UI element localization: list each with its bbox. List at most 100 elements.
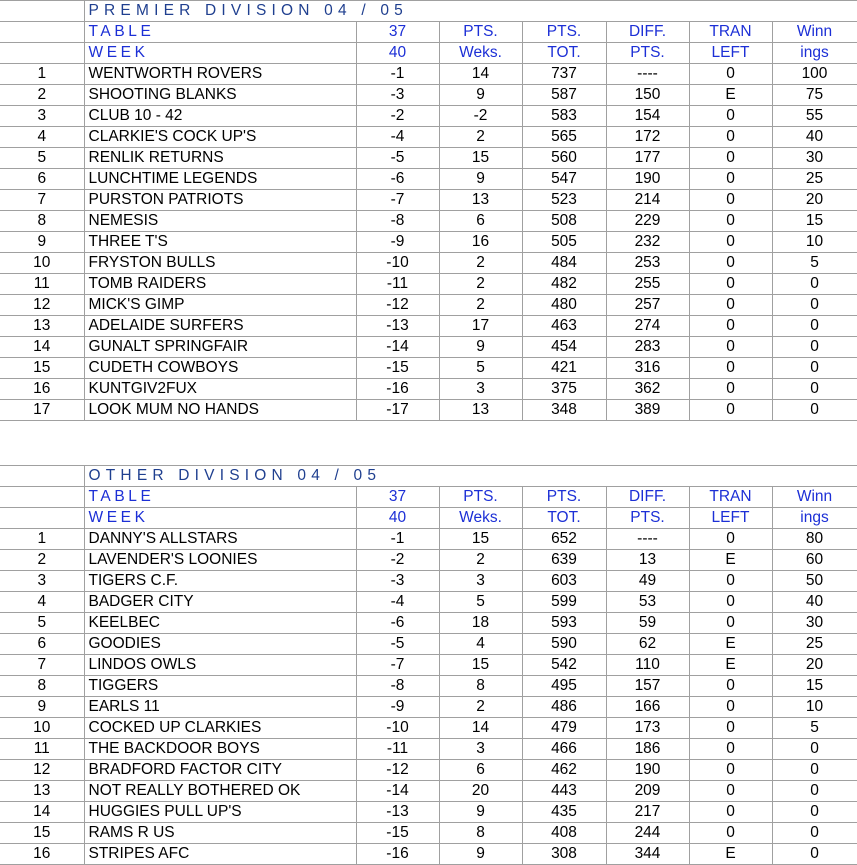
team-name-cell[interactable]: FRYSTON BULLS xyxy=(84,252,357,274)
winnings-cell[interactable]: 0 xyxy=(772,399,857,421)
position-cell[interactable]: 11 xyxy=(0,273,85,295)
winnings-cell[interactable]: 30 xyxy=(772,612,857,634)
transfers-left-cell[interactable]: 0 xyxy=(689,378,773,400)
transfers-left-cell[interactable]: 0 xyxy=(689,252,773,274)
position-cell[interactable]: 7 xyxy=(0,654,85,676)
position-cell[interactable]: 3 xyxy=(0,570,85,592)
points-total-cell[interactable]: 435 xyxy=(522,801,607,823)
points-total-cell[interactable]: 560 xyxy=(522,147,607,169)
winnings-cell[interactable]: 25 xyxy=(772,633,857,655)
points-total-cell[interactable]: 737 xyxy=(522,63,607,85)
position-cell[interactable]: 8 xyxy=(0,210,85,232)
transfers-left-cell[interactable]: 0 xyxy=(689,822,773,844)
transfers-left-cell[interactable]: 0 xyxy=(689,189,773,211)
position-cell[interactable]: 15 xyxy=(0,357,85,379)
winnings-cell[interactable]: 0 xyxy=(772,801,857,823)
points-total-cell[interactable]: 375 xyxy=(522,378,607,400)
points-total-cell[interactable]: 542 xyxy=(522,654,607,676)
transfers-left-cell[interactable]: 0 xyxy=(689,399,773,421)
diff-points-cell[interactable]: 257 xyxy=(606,294,690,316)
transfers-left-cell[interactable]: 0 xyxy=(689,738,773,760)
diff-points-cell[interactable]: ---- xyxy=(606,63,690,85)
points-total-cell[interactable]: 482 xyxy=(522,273,607,295)
week-points-cell[interactable]: -14 xyxy=(356,780,440,802)
points-weeks-cell[interactable]: -2 xyxy=(439,105,523,127)
team-name-cell[interactable]: STRIPES AFC xyxy=(84,843,357,865)
position-cell[interactable]: 8 xyxy=(0,675,85,697)
position-cell[interactable]: 1 xyxy=(0,528,85,550)
winnings-cell[interactable]: 40 xyxy=(772,126,857,148)
diff-points-cell[interactable]: 166 xyxy=(606,696,690,718)
diff-points-cell[interactable]: 209 xyxy=(606,780,690,802)
transfers-left-cell[interactable]: 0 xyxy=(689,696,773,718)
week-points-cell[interactable]: -6 xyxy=(356,168,440,190)
transfers-left-cell[interactable]: 0 xyxy=(689,294,773,316)
points-total-cell[interactable]: 565 xyxy=(522,126,607,148)
position-cell[interactable]: 2 xyxy=(0,549,85,571)
points-weeks-cell[interactable]: 2 xyxy=(439,126,523,148)
week-points-cell[interactable]: -16 xyxy=(356,843,440,865)
diff-points-cell[interactable]: 173 xyxy=(606,717,690,739)
diff-points-cell[interactable]: 214 xyxy=(606,189,690,211)
week-points-cell[interactable]: -14 xyxy=(356,336,440,358)
team-name-cell[interactable]: BADGER CITY xyxy=(84,591,357,613)
points-weeks-cell[interactable]: 6 xyxy=(439,210,523,232)
team-name-cell[interactable]: WENTWORTH ROVERS xyxy=(84,63,357,85)
points-total-cell[interactable]: 583 xyxy=(522,105,607,127)
points-weeks-cell[interactable]: 20 xyxy=(439,780,523,802)
points-weeks-cell[interactable]: 3 xyxy=(439,378,523,400)
team-name-cell[interactable]: GOODIES xyxy=(84,633,357,655)
week-points-cell[interactable]: -2 xyxy=(356,105,440,127)
position-cell[interactable]: 5 xyxy=(0,612,85,634)
position-cell[interactable]: 3 xyxy=(0,105,85,127)
week-points-cell[interactable]: -1 xyxy=(356,528,440,550)
points-weeks-cell[interactable]: 5 xyxy=(439,591,523,613)
position-cell[interactable]: 12 xyxy=(0,294,85,316)
position-cell[interactable]: 15 xyxy=(0,822,85,844)
points-weeks-cell[interactable]: 8 xyxy=(439,675,523,697)
winnings-cell[interactable]: 0 xyxy=(772,822,857,844)
team-name-cell[interactable]: GUNALT SPRINGFAIR xyxy=(84,336,357,358)
diff-points-cell[interactable]: 172 xyxy=(606,126,690,148)
diff-points-cell[interactable]: 232 xyxy=(606,231,690,253)
diff-points-cell[interactable]: 177 xyxy=(606,147,690,169)
diff-points-cell[interactable]: 190 xyxy=(606,759,690,781)
winnings-cell[interactable]: 20 xyxy=(772,654,857,676)
diff-points-cell[interactable]: 344 xyxy=(606,843,690,865)
points-total-cell[interactable]: 652 xyxy=(522,528,607,550)
team-name-cell[interactable]: KUNTGIV2FUX xyxy=(84,378,357,400)
week-points-cell[interactable]: -12 xyxy=(356,759,440,781)
points-total-cell[interactable]: 590 xyxy=(522,633,607,655)
points-weeks-cell[interactable]: 2 xyxy=(439,252,523,274)
points-total-cell[interactable]: 408 xyxy=(522,822,607,844)
team-name-cell[interactable]: LAVENDER'S LOONIES xyxy=(84,549,357,571)
points-total-cell[interactable]: 495 xyxy=(522,675,607,697)
winnings-cell[interactable]: 50 xyxy=(772,570,857,592)
points-weeks-cell[interactable]: 18 xyxy=(439,612,523,634)
diff-points-cell[interactable]: 157 xyxy=(606,675,690,697)
transfers-left-cell[interactable]: 0 xyxy=(689,273,773,295)
points-weeks-cell[interactable]: 2 xyxy=(439,696,523,718)
diff-points-cell[interactable]: 362 xyxy=(606,378,690,400)
winnings-cell[interactable]: 25 xyxy=(772,168,857,190)
points-total-cell[interactable]: 308 xyxy=(522,843,607,865)
week-points-cell[interactable]: -5 xyxy=(356,633,440,655)
position-cell[interactable]: 1 xyxy=(0,63,85,85)
diff-points-cell[interactable]: 150 xyxy=(606,84,690,106)
team-name-cell[interactable]: KEELBEC xyxy=(84,612,357,634)
week-points-cell[interactable]: -4 xyxy=(356,126,440,148)
week-points-cell[interactable]: -13 xyxy=(356,315,440,337)
points-weeks-cell[interactable]: 2 xyxy=(439,549,523,571)
winnings-cell[interactable]: 30 xyxy=(772,147,857,169)
diff-points-cell[interactable]: 255 xyxy=(606,273,690,295)
winnings-cell[interactable]: 60 xyxy=(772,549,857,571)
team-name-cell[interactable]: RENLIK RETURNS xyxy=(84,147,357,169)
transfers-left-cell[interactable]: 0 xyxy=(689,105,773,127)
winnings-cell[interactable]: 0 xyxy=(772,378,857,400)
points-weeks-cell[interactable]: 14 xyxy=(439,717,523,739)
points-total-cell[interactable]: 421 xyxy=(522,357,607,379)
team-name-cell[interactable]: CLUB 10 - 42 xyxy=(84,105,357,127)
transfers-left-cell[interactable]: 0 xyxy=(689,357,773,379)
week-points-cell[interactable]: -17 xyxy=(356,399,440,421)
transfers-left-cell[interactable]: 0 xyxy=(689,612,773,634)
